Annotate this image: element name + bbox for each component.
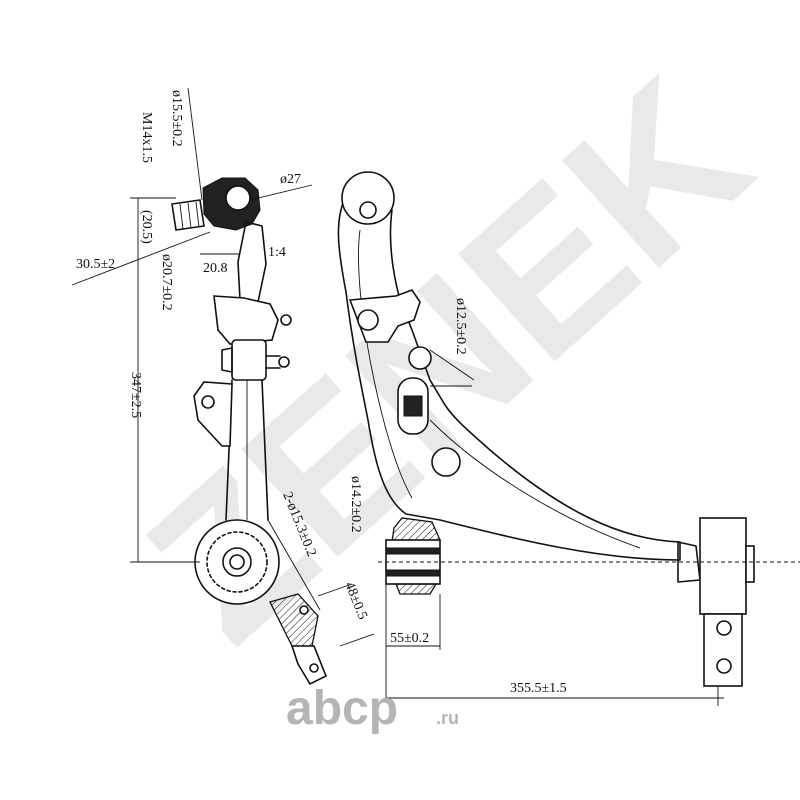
ball-joint-ball [225, 185, 251, 211]
logo-suffix: .ru [436, 708, 459, 728]
dim-30-5: 30.5±2 [76, 257, 115, 272]
hole-large [431, 447, 461, 477]
dim-355-5: 355.5±1.5 [510, 681, 567, 696]
bushing-eye-bore [229, 554, 245, 570]
rear-bushing-housing [699, 517, 747, 615]
rear-mount-hole-1 [716, 620, 732, 636]
side-view [171, 177, 328, 686]
top-mid-bracket-bolt [357, 309, 379, 331]
logo-text: abcp [286, 682, 398, 735]
dim-taper: 1:4 [268, 245, 286, 260]
arm-outline [337, 195, 681, 561]
dim-hole-12-5: ø12.5±0.2 [453, 298, 468, 355]
dim-347: 347±2.5 [128, 372, 143, 418]
upper-bracket [213, 295, 279, 345]
dim-20-8: 20.8 [203, 261, 228, 276]
dim-pin-dia: ø15.5±0.2 [169, 90, 184, 147]
bushing-eye-rubber [206, 531, 268, 593]
bracket-bolt-upper [280, 314, 292, 326]
rear-mount-hole-2 [716, 658, 732, 674]
ball-joint-boot [237, 221, 267, 303]
site-logo: abcp .ru [286, 682, 459, 735]
hole-12-5 [408, 346, 432, 370]
dim-thread: M14x1.5 [139, 112, 154, 163]
top-view-dimensions: ø12.5±0.2 ø14.2±0.2 55±0.2 355.5±1.5 [348, 298, 800, 706]
front-bushing-bottom [395, 583, 438, 595]
dim-hole-14-2: ø14.2±0.2 [348, 476, 363, 533]
dim-55: 55±0.2 [390, 631, 429, 646]
clamp-bolt [278, 356, 290, 368]
top-ball-joint [341, 171, 395, 225]
clamp-body [231, 339, 267, 381]
lower-bracket-tab [290, 645, 328, 686]
dim-taper-dia: ø20.7±0.2 [159, 254, 174, 311]
side-lug-hole [201, 395, 215, 409]
dim-offset: (20.5) [139, 210, 154, 244]
dim-ball-dia: ø27 [280, 172, 301, 187]
